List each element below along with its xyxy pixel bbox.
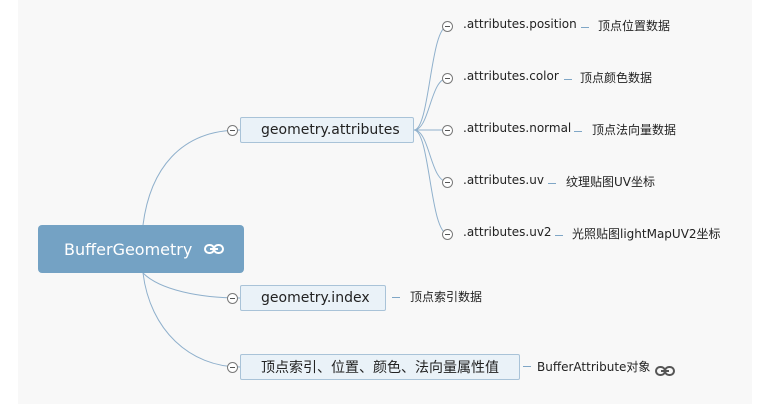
connector-attr-color (413, 77, 449, 131)
root-node[interactable]: BufferGeometry (38, 225, 244, 273)
note-dash (581, 27, 589, 28)
mindmap-canvas (18, 0, 752, 404)
collapse-uv2-toggle[interactable] (442, 229, 453, 240)
note-uv: 纹理贴图UV坐标 (566, 175, 655, 189)
leaf-attributes-position[interactable]: .attributes.position (463, 17, 577, 31)
leaf-attributes-uv2[interactable]: .attributes.uv2 (463, 225, 552, 239)
node-vertex-properties[interactable]: 顶点索引、位置、颜色、法向量属性值 (240, 354, 520, 380)
note-props: BufferAttribute对象 (537, 360, 651, 374)
collapse-color-toggle[interactable] (442, 73, 453, 84)
connector-root-props (142, 272, 241, 368)
leaf-attributes-normal[interactable]: .attributes.normal (463, 121, 572, 135)
collapse-uv-toggle[interactable] (442, 177, 453, 188)
collapse-position-toggle[interactable] (442, 21, 453, 32)
collapse-attributes-toggle[interactable] (227, 125, 238, 136)
note-normal: 顶点法向量数据 (592, 123, 677, 137)
collapse-normal-toggle[interactable] (442, 125, 453, 136)
node-geometry-attributes[interactable]: geometry.attributes (240, 117, 414, 143)
leaf-attributes-color[interactable]: .attributes.color (463, 69, 559, 83)
note-index: 顶点索引数据 (410, 290, 483, 304)
connector-root-index (142, 272, 241, 299)
note-dash (523, 366, 531, 367)
node-geometry-index[interactable]: geometry.index (240, 285, 386, 311)
note-dash (555, 235, 563, 236)
collapse-props-toggle[interactable] (227, 362, 238, 373)
node-attributes-label: geometry.attributes (261, 122, 400, 138)
root-label: BufferGeometry (64, 239, 193, 259)
connector-attr-uv (413, 129, 449, 183)
node-index-label: geometry.index (261, 290, 370, 306)
note-position: 顶点位置数据 (598, 19, 671, 33)
note-uv2: 光照贴图lightMapUV2坐标 (572, 227, 721, 241)
note-dash (574, 131, 582, 132)
note-color: 顶点颜色数据 (580, 71, 653, 85)
link-icon[interactable] (655, 362, 675, 381)
collapse-index-toggle[interactable] (227, 293, 238, 304)
node-props-label: 顶点索引、位置、颜色、法向量属性值 (261, 360, 499, 376)
note-dash (392, 297, 400, 298)
note-dash (548, 183, 556, 184)
note-dash (564, 79, 572, 80)
connector-root-attributes (142, 129, 241, 226)
link-icon[interactable] (204, 243, 225, 255)
leaf-attributes-uv[interactable]: .attributes.uv (463, 173, 544, 187)
